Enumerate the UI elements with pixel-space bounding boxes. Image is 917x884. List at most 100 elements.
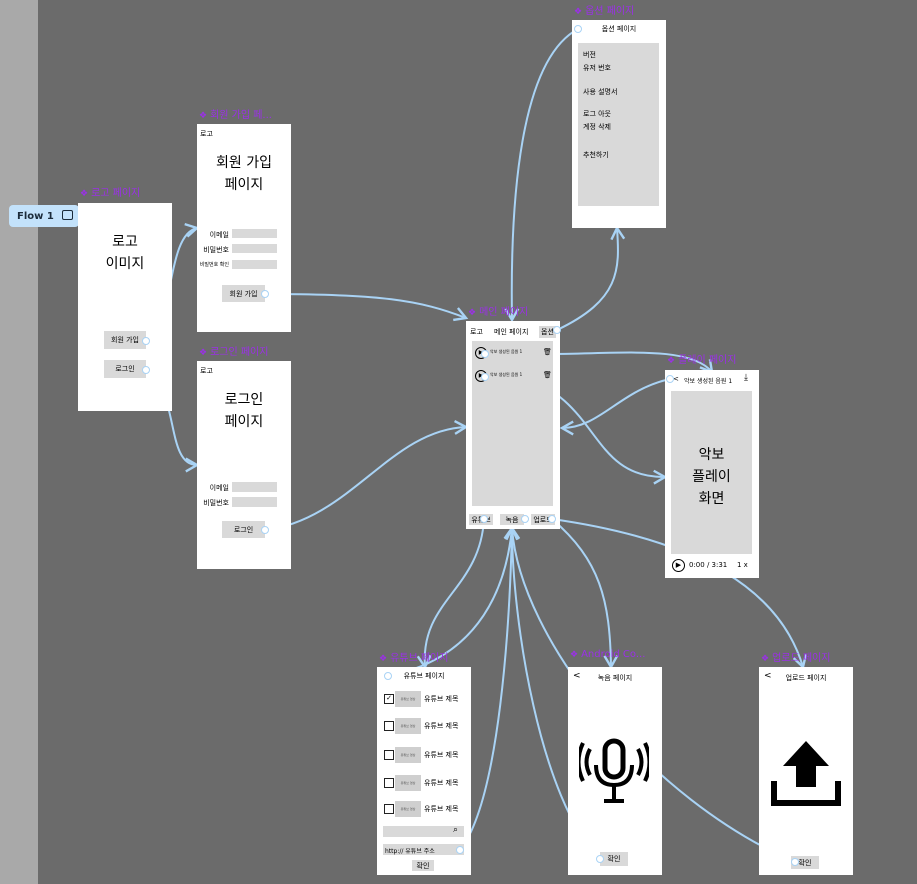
delete-icon[interactable]: 🗑 [543,348,552,356]
main-top-title: 메인 페이지 [494,328,529,336]
microphone-icon[interactable] [579,737,649,807]
signup-submit-button[interactable]: 회원 가입 [222,285,265,302]
upload-button[interactable]: 업로드 [531,514,555,525]
wire-login-to-main [264,419,469,531]
wire-main-to-youtube [416,518,485,670]
url-placeholder: http:// 유튜브 주소 [385,848,435,855]
record-button[interactable]: 녹음 [500,514,524,525]
record-heading: 녹음 페이지 [597,674,633,682]
connection-handle[interactable] [456,846,464,854]
connection-handle[interactable] [481,373,489,381]
connection-handle[interactable] [596,855,604,863]
url-input[interactable] [383,844,464,855]
signup-email-input[interactable] [232,229,277,238]
list-item[interactable]: 유튜브 영상 유튜브 제목 [384,716,469,736]
search-input[interactable] [383,826,464,837]
login-page-frame: 로고 로그인 페이지 이메일 비밀번호 로그인 [197,361,291,569]
signup-page-frame: 로고 회원 가입 페이지 이메일 비밀번호 비밀번호 확인 회원 가입 [197,124,291,332]
download-icon[interactable]: ⤓ [744,373,748,383]
back-icon[interactable]: < [573,671,581,681]
list-item[interactable]: 유튜브 영상 유튜브 제목 [384,745,469,765]
checkbox[interactable] [384,721,394,731]
frame-title-logo[interactable]: ❖로고 페이지 [80,188,141,199]
delete-icon[interactable]: 🗑 [543,371,552,379]
frame-title-main[interactable]: ❖메인 페이지 [468,307,529,318]
signup-password-label: 비밀번호 [203,246,229,254]
search-icon[interactable]: ⌕ [453,825,459,835]
back-icon[interactable]: < [673,375,679,383]
score-line2: 플레이 [692,469,731,485]
score-screen [671,391,752,554]
checkbox-checked[interactable]: ✓ [384,694,394,704]
list-item[interactable]: 유튜브 영상 유튜브 제목 [384,799,469,819]
upload-icon[interactable] [771,739,841,807]
frame-title-upload[interactable]: ❖업로드 페이지 [761,653,831,664]
frame-title-login[interactable]: ❖로그인 페이지 [199,347,269,358]
connection-handle[interactable] [142,366,150,374]
frame-title-youtube[interactable]: ❖유튜브 페이지 [379,653,449,664]
frame-title-record[interactable]: ❖Android Co... [570,649,646,660]
option-recommend[interactable]: 추천하기 [583,151,609,159]
login-button[interactable]: 로그인 [104,360,146,378]
connection-handle[interactable] [521,515,529,523]
connection-handle[interactable] [574,25,582,33]
connection-handle[interactable] [791,858,799,866]
flow-start-tag[interactable]: Flow 1 [9,205,79,227]
song-list [472,341,553,506]
record-confirm-button[interactable]: 확인 [600,852,628,866]
login-submit-button[interactable]: 로그인 [222,521,265,538]
signup-email-label: 이메일 [209,231,229,239]
play-time: 0:00 / 3:31 [689,561,728,569]
login-password-input[interactable] [232,497,277,507]
frame-title-signup[interactable]: ❖회원 가입 페... [199,110,272,121]
signup-corner-logo: 로고 [200,130,213,138]
youtube-heading: 유튜브 페이지 [403,672,445,680]
connection-handle[interactable] [666,375,674,383]
login-email-input[interactable] [232,482,277,492]
connection-handle[interactable] [553,326,561,334]
option-user-number[interactable]: 유저 번호 [583,64,611,72]
connection-handle[interactable] [480,515,488,523]
option-button[interactable]: 옵션 [539,326,556,338]
youtube-confirm-button[interactable]: 확인 [412,860,434,871]
checkbox[interactable] [384,750,394,760]
logo-image-line1: 로고 [112,234,138,250]
logo-image-line2: 이미지 [105,256,145,272]
list-item-label: 악보 생성된 음원 1 [490,349,523,354]
play-header-name: 악보 생성된 음원 1 [684,378,733,385]
connection-handle[interactable] [261,290,269,298]
checkbox[interactable] [384,804,394,814]
option-logout[interactable]: 로그 아웃 [583,110,611,118]
option-page-frame: 옵션 페이지 버전 유저 번호 사용 설명서 로그 아웃 계정 삭제 추천하기 [572,20,666,228]
connection-handle[interactable] [548,515,556,523]
signup-confirm-input[interactable] [232,260,277,269]
checkbox[interactable] [384,778,394,788]
option-version[interactable]: 버전 [583,51,596,59]
back-icon[interactable]: < [764,671,772,681]
connection-handle[interactable] [481,350,489,358]
play-icon[interactable]: ▶ [672,559,685,572]
play-page-frame: < 악보 생성된 음원 1 ⤓ 악보 플레이 화면 ▶ 0:00 / 3:31 … [665,370,759,578]
speed-control[interactable]: 1 x [737,561,748,569]
connection-handle[interactable] [384,672,392,680]
signup-button[interactable]: 회원 가입 [104,331,146,349]
score-line3: 화면 [698,491,725,507]
list-item[interactable]: 유튜브 영상 유튜브 제목 [384,773,469,793]
frame-title-option[interactable]: ❖옵션 페이지 [574,6,635,17]
login-heading-1: 로그인 [224,392,264,408]
signup-heading-1: 회원 가입 [216,155,272,171]
video-thumbnail: 유튜브 영상 [395,775,421,791]
list-item[interactable]: ✓ 유튜브 영상 유튜브 제목 [384,689,469,709]
list-item-label: 악보 생성된 음원 1 [490,372,523,377]
flow-icon [62,210,73,220]
connection-handle[interactable] [261,526,269,534]
signup-password-input[interactable] [232,244,277,253]
video-title: 유튜브 제목 [424,805,459,813]
video-thumbnail: 유튜브 영상 [395,718,421,734]
main-top-logo: 로고 [470,328,483,336]
option-delete-account[interactable]: 계정 삭제 [583,123,611,131]
frame-title-play[interactable]: ❖플레이 페이지 [667,355,737,366]
connection-handle[interactable] [142,337,150,345]
option-manual[interactable]: 사용 설명서 [583,88,618,96]
upload-heading: 업로드 페이지 [785,674,827,682]
